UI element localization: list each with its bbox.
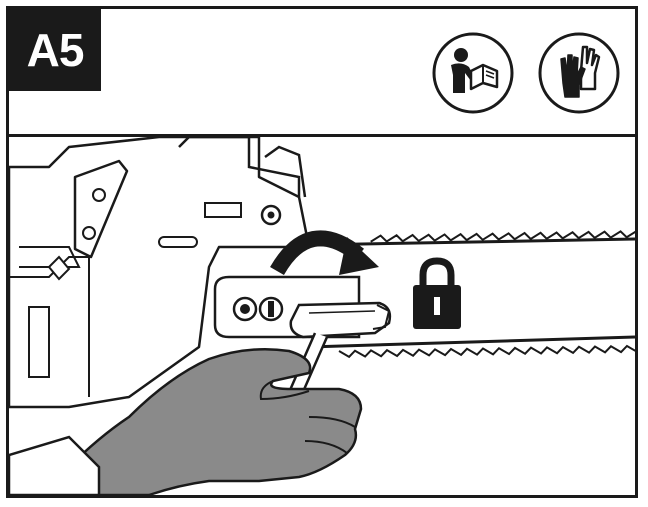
panel-header: A5	[9, 9, 635, 137]
padlock-locked-icon	[413, 257, 461, 329]
chain-top	[308, 237, 635, 247]
instruction-panel: A5	[6, 6, 638, 498]
sleeve	[9, 435, 101, 495]
read-manual-icon	[432, 32, 514, 114]
chainsaw-tension-illustration	[9, 137, 635, 495]
gloved-hand	[47, 347, 363, 495]
chain-bottom	[308, 335, 635, 349]
wear-gloves-icon	[538, 32, 620, 114]
step-label: A5	[9, 9, 101, 91]
